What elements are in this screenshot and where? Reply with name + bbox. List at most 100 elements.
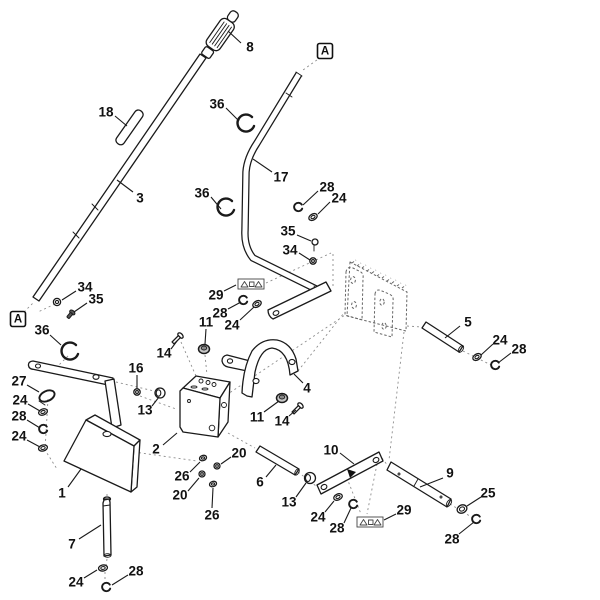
part-number-callout: 29	[396, 503, 411, 518]
part-number-callout: 20	[231, 446, 246, 461]
ref-marker-box	[9, 310, 27, 328]
callout-leader	[458, 521, 475, 535]
part-6-rod	[255, 445, 300, 476]
callout-leader	[220, 456, 232, 465]
part-number-callout: 14	[274, 414, 290, 429]
part-number-callout: 10	[323, 443, 338, 458]
callout-leader	[49, 334, 62, 346]
part-number-callout: 5	[464, 315, 472, 330]
clip-28	[38, 201, 501, 593]
warning-triangle-icon	[240, 281, 249, 288]
callout-leader	[211, 487, 214, 509]
mounting-plate-reference	[344, 259, 408, 338]
ref-marker-box	[316, 42, 334, 60]
part-14-screw	[171, 332, 304, 415]
part-number-callout: 25	[480, 486, 496, 501]
part-number-callout: 26	[204, 508, 220, 523]
callout-leader	[343, 507, 352, 524]
part-number-callout: 24	[224, 318, 240, 333]
callout-leader	[162, 432, 178, 446]
part-36-clip	[60, 113, 256, 361]
ref-marker-a: A	[316, 42, 334, 60]
part-number-callout: 11	[199, 315, 214, 330]
part-20-nut	[198, 462, 221, 478]
part-11-cap	[197, 343, 289, 404]
part-number-callout: 27	[11, 374, 26, 389]
callout-leader	[298, 252, 311, 261]
warning-label-pictogram	[237, 278, 265, 290]
part-number-callout: 24	[12, 393, 28, 408]
orientation-arrow-icon	[347, 469, 356, 478]
callout-leader	[296, 234, 312, 242]
part-number-callout: 28	[319, 180, 335, 195]
callout-leader	[497, 352, 512, 364]
warning-triangle-icon	[254, 281, 263, 288]
callout-leader	[293, 373, 304, 384]
part-35-screw	[66, 238, 319, 319]
callout-leader	[317, 201, 331, 215]
callout-leader	[252, 158, 273, 173]
callout-leader	[444, 325, 461, 339]
callout-leader	[339, 452, 355, 465]
part-7-pin	[102, 498, 112, 558]
manual-symbol-icon	[368, 519, 374, 525]
part-number-callout: 26	[174, 469, 190, 484]
part-10-link	[316, 451, 384, 495]
ref-marker-letter: A	[321, 46, 329, 58]
callout-leader	[187, 477, 200, 492]
callout-leader	[225, 107, 240, 122]
part-13-bushing	[154, 387, 317, 485]
part-number-callout: 34	[77, 280, 93, 295]
callout-leader	[151, 396, 160, 407]
part-number-callout: 28	[128, 564, 144, 579]
callout-leader	[170, 340, 178, 350]
callout-leader	[61, 290, 77, 301]
part-number-callout: 36	[34, 323, 50, 338]
part-number-callout: 17	[273, 170, 288, 185]
part-number-callout: 24	[310, 510, 326, 525]
part-3-tube	[32, 53, 207, 302]
callout-leader	[111, 574, 129, 586]
part-number-callout: 9	[446, 466, 454, 481]
callout-leader	[480, 343, 494, 356]
part-number-callout: 14	[156, 346, 172, 361]
part-26-washer	[198, 454, 218, 488]
part-number-callout: 24	[68, 575, 84, 590]
part-34-nut	[52, 257, 317, 307]
callout-leader	[223, 284, 237, 292]
callout-leader	[239, 306, 255, 321]
part-number-callout: 8	[246, 40, 254, 55]
callout-leader	[295, 482, 307, 498]
part-16-nut	[133, 388, 141, 396]
manual-symbol-icon	[249, 281, 255, 287]
washer-24	[37, 212, 482, 572]
part-number-callout: 28	[329, 521, 345, 536]
callout-leader	[67, 468, 82, 488]
ref-marker-a: A	[9, 310, 27, 328]
part-number-callout: 13	[281, 495, 297, 510]
callout-leader	[73, 302, 88, 313]
part-number-callout: 36	[209, 97, 225, 112]
warning-label-box	[237, 278, 265, 290]
part-number-callout: 28	[212, 306, 228, 321]
ref-marker-letter: A	[14, 314, 22, 326]
part-number-callout: 29	[208, 288, 223, 303]
part-17-handlebar	[241, 71, 332, 320]
part-number-callout: 6	[256, 475, 264, 490]
part-number-callout: 28	[11, 409, 27, 424]
callout-leader	[26, 419, 41, 429]
part-number-callout: 28	[444, 532, 460, 547]
part-number-callout: 34	[282, 243, 298, 258]
callout-leader	[288, 409, 297, 417]
callout-leader	[302, 190, 319, 206]
callout-leader	[265, 464, 277, 478]
part-number-callout: 18	[98, 105, 114, 120]
part-number-callout: 24	[492, 333, 508, 348]
callout-leader	[324, 500, 335, 513]
part-number-callout: 24	[11, 429, 27, 444]
part-number-callout: 3	[136, 191, 144, 206]
part-number-callout: 28	[511, 342, 527, 357]
part-number-callout: 24	[331, 191, 347, 206]
callout-leader	[210, 196, 222, 210]
